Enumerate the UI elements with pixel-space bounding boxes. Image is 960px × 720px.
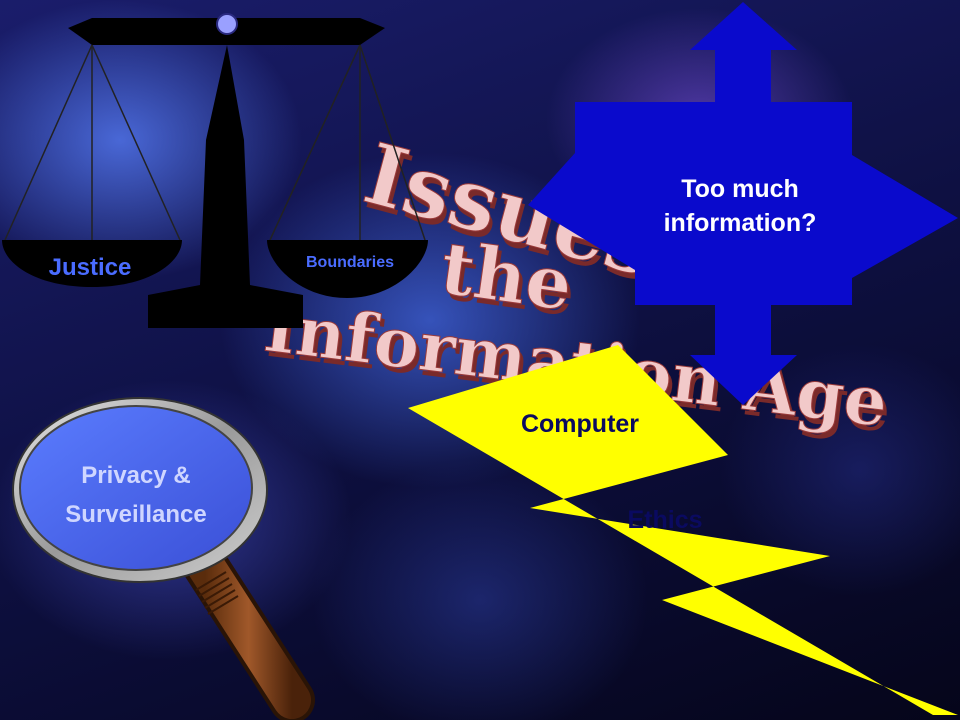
- justice-pan-label: Justice: [48, 254, 132, 281]
- too-much-information-label: Too much information?: [663, 175, 817, 237]
- lightning-bolt-icon: [408, 345, 958, 715]
- ethics-label: Ethics: [627, 506, 703, 534]
- magnifying-glass-icon: [12, 397, 315, 720]
- surveillance-label-line2: Surveillance: [65, 501, 207, 528]
- four-way-arrow-icon: [528, 2, 958, 405]
- title-line2: the: [436, 225, 578, 327]
- title-line2-shadow: the: [439, 230, 581, 332]
- privacy-label-line1: Privacy &: [81, 462, 191, 489]
- scales-of-justice-icon: [2, 13, 428, 328]
- boundaries-pan-label: Boundaries: [305, 254, 394, 271]
- computer-label: Computer: [520, 410, 640, 438]
